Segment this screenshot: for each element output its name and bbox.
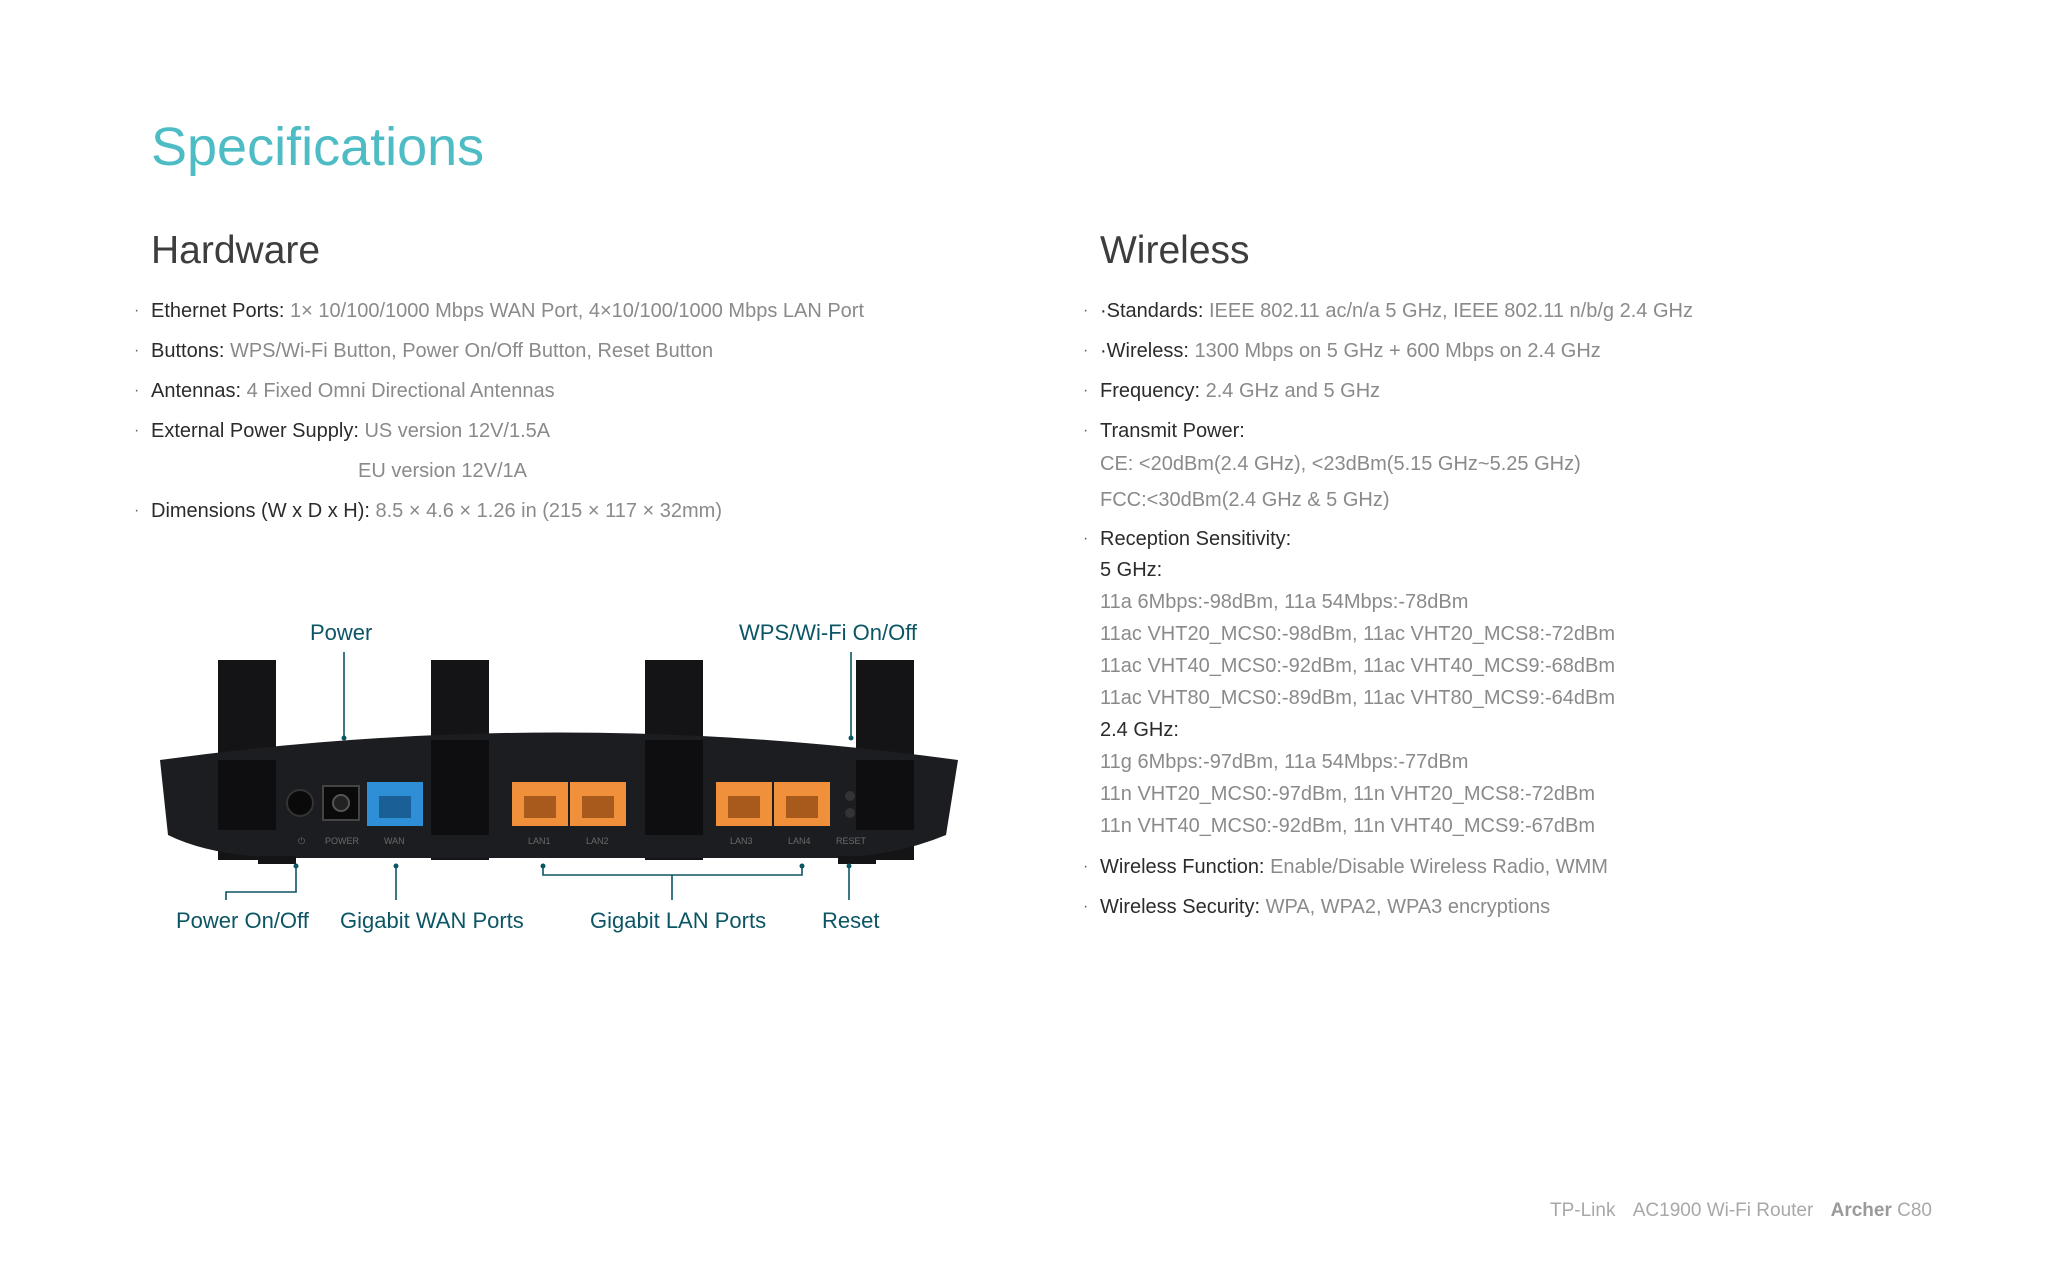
spec-wireless-security: · Wireless Security: WPA, WPA2, WPA3 enc… [1083, 892, 1950, 922]
transmit-ce: CE: <20dBm(2.4 GHz), <23dBm(5.15 GHz~5.2… [1100, 453, 1581, 475]
bullet: · [134, 302, 140, 319]
spec-standards: · ·Standards: IEEE 802.11 ac/n/a 5 GHz, … [1083, 296, 1950, 326]
band-24ghz-label: 2.4 GHz: [1100, 719, 1179, 741]
wireless-title: Wireless [1100, 229, 1250, 272]
callout-reset: Reset [822, 908, 880, 933]
footer-model-series: Archer [1830, 1200, 1892, 1221]
port-label-wan: WAN [384, 836, 405, 846]
bullet: · [134, 422, 140, 439]
router-rear-image: ⏻ POWER WAN LAN1 LAN2 LAN3 LAN4 RESET [138, 610, 978, 950]
transmit-fcc: FCC:<30dBm(2.4 GHz & 5 GHz) [1100, 489, 1390, 511]
footer-product: AC1900 Wi-Fi Router [1632, 1200, 1814, 1221]
spec-transmit-power: · Transmit Power: CE: <20dBm(2.4 GHz), <… [1083, 416, 1950, 518]
spec-antennas: · Antennas: 4 Fixed Omni Directional Ant… [134, 376, 911, 406]
spec-power-supply: · External Power Supply: US version 12V/… [134, 416, 911, 486]
spec-power-supply-eu: EU version 12V/1A [358, 460, 527, 482]
page-title: Specifications [151, 117, 485, 177]
port-label-group: ⏻ POWER WAN LAN1 LAN2 LAN3 LAN4 RESET [298, 836, 867, 846]
bullet: · [134, 342, 140, 359]
sens-24ghz-line: 11n VHT20_MCS0:-97dBm, 11n VHT20_MCS8:-7… [1100, 783, 1596, 805]
sens-5ghz-line: 11a 6Mbps:-98dBm, 11a 54Mbps:-78dBm [1100, 591, 1469, 613]
sens-24ghz-line: 11g 6Mbps:-97dBm, 11a 54Mbps:-77dBm [1100, 751, 1469, 773]
bullet: · [1083, 422, 1089, 439]
reset-button [845, 808, 855, 818]
power-button [286, 789, 314, 817]
bullet: · [1083, 382, 1089, 399]
sens-24ghz-line: 11n VHT40_MCS0:-92dBm, 11n VHT40_MCS9:-6… [1100, 815, 1596, 837]
bullet: · [1083, 342, 1089, 359]
bullet: · [1083, 530, 1089, 547]
callout-wps-wifi: WPS/Wi-Fi On/Off [739, 620, 918, 645]
footer-model: C80 [1897, 1200, 1932, 1221]
spec-buttons: · Buttons: WPS/Wi-Fi Button, Power On/Of… [134, 336, 911, 366]
hardware-spec-list: · Ethernet Ports: 1× 10/100/1000 Mbps WA… [134, 296, 911, 526]
sens-5ghz-line: 11ac VHT80_MCS0:-89dBm, 11ac VHT80_MCS9:… [1100, 687, 1616, 709]
spec-reception-sensitivity: · Reception Sensitivity: 5 GHz: 11a 6Mbp… [1083, 524, 1950, 842]
bullet: · [1083, 302, 1089, 319]
bullet: · [134, 502, 140, 519]
band-5ghz-label: 5 GHz: [1100, 559, 1163, 581]
callout-wan-ports: Gigabit WAN Ports [340, 908, 524, 933]
spec-frequency: · Frequency: 2.4 GHz and 5 GHz [1083, 376, 1950, 406]
bullet: · [1083, 858, 1089, 875]
callout-power-onoff: Power On/Off [176, 908, 309, 933]
router-illustration: ⏻ POWER WAN LAN1 LAN2 LAN3 LAN4 RESET [160, 652, 958, 900]
port-label-lan1: LAN1 [528, 836, 551, 846]
bullet: · [1083, 898, 1089, 915]
port-label-power: POWER [325, 836, 360, 846]
callout-power: Power [310, 620, 373, 645]
callout-lan-ports: Gigabit LAN Ports [590, 908, 767, 933]
spec-wireless-function: · Wireless Function: Enable/Disable Wire… [1083, 852, 1950, 882]
spec-ethernet-ports: · Ethernet Ports: 1× 10/100/1000 Mbps WA… [134, 296, 911, 326]
footer-product-line: TP-Link AC1900 Wi-Fi Router Archer C80 [1550, 1200, 1932, 1222]
wireless-spec-list: · ·Standards: IEEE 802.11 ac/n/a 5 GHz, … [1083, 296, 1950, 922]
bullet: · [134, 382, 140, 399]
footer-brand: TP-Link [1550, 1200, 1616, 1221]
sens-5ghz-line: 11ac VHT20_MCS0:-98dBm, 11ac VHT20_MCS8:… [1100, 623, 1616, 645]
sens-5ghz-line: 11ac VHT40_MCS0:-92dBm, 11ac VHT40_MCS9:… [1100, 655, 1616, 677]
port-label-reset: RESET [836, 836, 867, 846]
port-label-lan3: LAN3 [730, 836, 753, 846]
hardware-title: Hardware [151, 229, 321, 272]
port-label-lan4: LAN4 [788, 836, 811, 846]
spec-dimensions: · Dimensions (W x D x H): 8.5 × 4.6 × 1.… [134, 496, 911, 526]
power-symbol-label: ⏻ [298, 836, 305, 846]
callout-lines [225, 652, 852, 900]
wps-button [845, 791, 855, 801]
port-label-lan2: LAN2 [586, 836, 609, 846]
spec-wireless-rate: · ·Wireless: 1300 Mbps on 5 GHz + 600 Mb… [1083, 336, 1950, 366]
